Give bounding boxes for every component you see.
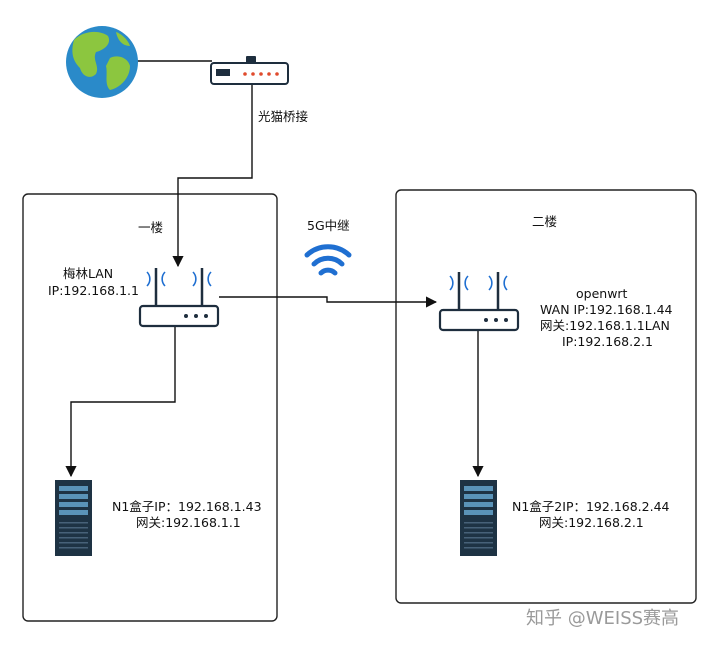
- watermark: 知乎 @WEISS赛高: [526, 608, 679, 629]
- server2-icon: [460, 480, 497, 556]
- server1-icon: [55, 480, 92, 556]
- server2-gateway: 网关:192.168.2.1: [539, 515, 644, 530]
- router2-icon: [438, 272, 520, 332]
- server2-ip: N1盒子2IP：192.168.2.44: [512, 499, 670, 514]
- router1-to-router2-line: [219, 296, 438, 308]
- router2-lan-ip: IP:192.168.2.1: [562, 334, 653, 349]
- router2-name: openwrt: [576, 286, 628, 301]
- bridge-label: 5G中继: [307, 218, 350, 233]
- router2-gateway-lan: 网关:192.168.1.1LAN: [540, 318, 670, 333]
- router1-name: 梅林LAN: [63, 266, 113, 281]
- modem-to-router1-line: [172, 85, 253, 268]
- modem-label: 光猫桥接: [258, 109, 309, 124]
- floor2-box: [395, 189, 697, 604]
- router1-to-server1-line: [65, 327, 176, 478]
- globe-icon: [66, 26, 138, 98]
- floor2-title: 二楼: [532, 214, 557, 229]
- server1-ip: N1盒子IP：192.168.1.43: [112, 499, 262, 514]
- floor1-box: [22, 193, 278, 622]
- wifi-icon: [304, 244, 352, 276]
- router2-wan: WAN IP:192.168.1.44: [540, 302, 673, 317]
- router1-ip: IP:192.168.1.1: [48, 283, 139, 298]
- modem-icon: [210, 56, 289, 85]
- router1-icon: [138, 268, 220, 328]
- floor1-title: 一楼: [138, 220, 163, 235]
- server1-gateway: 网关:192.168.1.1: [136, 515, 241, 530]
